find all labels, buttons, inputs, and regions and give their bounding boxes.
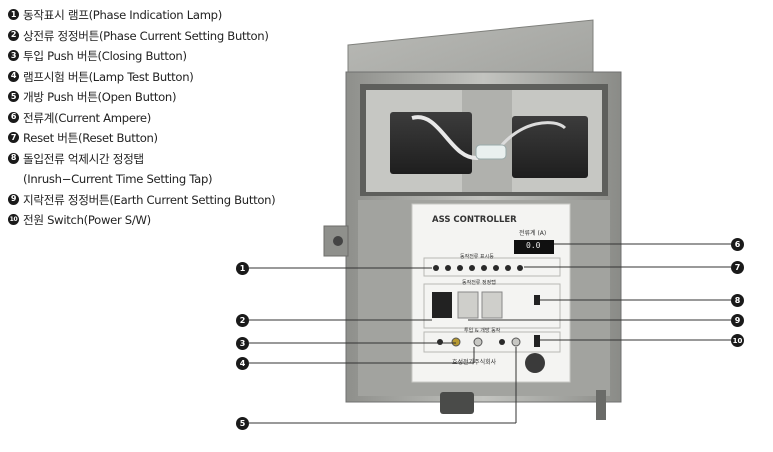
control-dot [437, 339, 443, 345]
cable-white [411, 115, 479, 161]
callout-5: 5 [236, 417, 249, 430]
inrush-tap [534, 295, 540, 305]
legend-item: 5 개방 Push 버튼(Open Button) [8, 90, 353, 111]
legend-number: 3 [8, 50, 19, 61]
reset-button-dot [517, 265, 523, 271]
legend-number: 2 [8, 29, 19, 41]
legend-number: 5 [8, 91, 19, 102]
legend-number: 4 [8, 70, 19, 82]
phase-lamp [469, 265, 475, 271]
legend-number: 10 [8, 214, 19, 225]
cable-gray [496, 121, 567, 151]
leader-lines [249, 243, 731, 424]
legend-item-continuation: (Inrush−Current Time Setting Tap) [8, 172, 353, 193]
phase-lamp [445, 265, 451, 271]
control-dot [499, 339, 505, 345]
setting-frame [423, 283, 561, 329]
callout-6: 6 [731, 238, 744, 251]
control-frame [423, 331, 561, 353]
lamp-test-button [473, 337, 483, 347]
callout-4: 4 [236, 357, 249, 370]
phase-lamp [457, 265, 463, 271]
indicator-label: 동작전류 표시등 [460, 254, 494, 260]
phase-lamp [493, 265, 499, 271]
phase-lamp [481, 265, 487, 271]
legend-item: 8 돌입전류 억제시간 정정탭 [8, 152, 353, 173]
open-button [511, 337, 521, 347]
legend-text: 돌입전류 억제시간 정정탭 [23, 151, 144, 166]
power-switch [534, 335, 540, 347]
legend-text: 투입 Push 버튼(Closing Button) [23, 49, 187, 63]
legend-text: 지락전류 정정버튼(Earth Current Setting Button) [23, 192, 276, 207]
callout-8: 8 [731, 294, 744, 307]
phase-lamp [505, 265, 511, 271]
legend-number: 9 [8, 193, 19, 205]
legend-text: 상전류 정정버튼(Phase Current Setting Button) [23, 28, 269, 43]
legend-number: 1 [8, 9, 19, 20]
setting-label: 동작전류 정정탭 [462, 280, 496, 286]
fuse-holder [475, 144, 507, 160]
ammeter-value: 0.0 [526, 241, 541, 250]
legend-text: (Inrush−Current Time Setting Tap) [23, 172, 213, 186]
callout-1: 1 [236, 262, 249, 275]
legend-item: 10 전원 Switch(Power S/W) [8, 213, 353, 234]
closing-button [451, 337, 461, 347]
callout-7: 7 [731, 261, 744, 274]
battery-right [512, 116, 588, 178]
cable-gland [440, 392, 474, 414]
component-legend: 1 동작표시 램프(Phase Indication Lamp) 2 상전류 정정버… [8, 8, 353, 234]
legend-text: Reset 버튼(Reset Button) [23, 131, 158, 145]
panel-title: ASS CONTROLLER [432, 215, 517, 225]
legend-item: 6 전류계(Current Ampere) [8, 111, 353, 132]
callout-10: 10 [731, 334, 744, 347]
buzzer-grille [525, 353, 545, 373]
legend-text: 개방 Push 버튼(Open Button) [23, 90, 177, 104]
bottom-bolt [596, 390, 606, 420]
phase-dip-switch [432, 292, 452, 318]
legend-item: 7 Reset 버튼(Reset Button) [8, 131, 353, 152]
callout-9: 9 [731, 314, 744, 327]
legend-number: 7 [8, 132, 19, 143]
callout-2: 2 [236, 314, 249, 327]
ammeter-label: 전류계 (A) [519, 230, 547, 237]
time-tap-switch [481, 291, 503, 319]
ammeter-display [514, 240, 554, 254]
phase-lamp [433, 265, 439, 271]
legend-text: 동작표시 램프(Phase Indication Lamp) [23, 8, 222, 22]
earth-dip-switch [457, 291, 479, 319]
legend-item: 9 지락전류 정정버튼(Earth Current Setting Button) [8, 193, 353, 214]
legend-text: 램프시험 버튼(Lamp Test Button) [23, 69, 194, 84]
latch-bolt [333, 236, 343, 246]
legend-number: 8 [8, 152, 19, 164]
legend-item: 3 투입 Push 버튼(Closing Button) [8, 49, 353, 70]
legend-item: 4 램프시험 버튼(Lamp Test Button) [8, 70, 353, 91]
legend-item: 1 동작표시 램프(Phase Indication Lamp) [8, 8, 353, 29]
callout-3: 3 [236, 337, 249, 350]
legend-text: 전원 Switch(Power S/W) [23, 213, 151, 227]
maker-label: 효성전기주식회사 [452, 359, 497, 366]
legend-item: 2 상전류 정정버튼(Phase Current Setting Button) [8, 29, 353, 50]
control-label: 투입 & 개방 동작 [464, 328, 501, 334]
battery-left [390, 112, 472, 174]
legend-text: 전류계(Current Ampere) [23, 110, 151, 125]
legend-number: 6 [8, 111, 19, 123]
